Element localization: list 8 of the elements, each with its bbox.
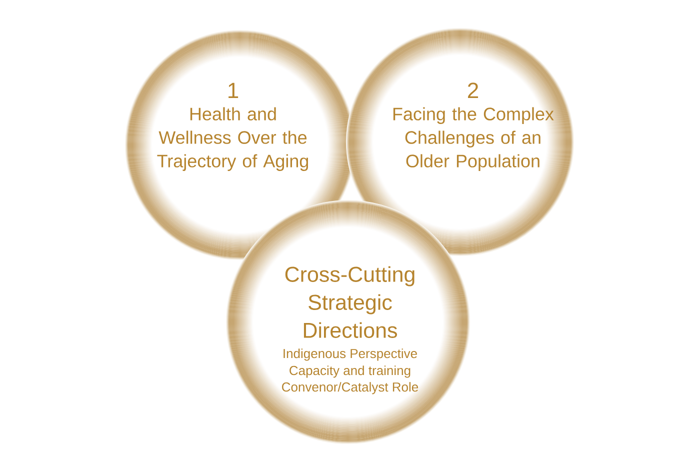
circle-title: Facing the Complex Challenges of an Older Population — [393, 107, 554, 171]
number-label: 2 — [468, 82, 478, 98]
circle-title: Health and Wellness Over the Trajectory of Aging — [157, 107, 308, 171]
list-item: Capacity and training — [290, 366, 410, 378]
list-item: Convenor/Catalyst Role — [282, 382, 418, 394]
circle-title: Cross-Cutting Strategic Directions — [285, 266, 414, 338]
number-label: 1 — [228, 82, 238, 98]
list-item: Indigenous Perspective — [284, 348, 417, 361]
